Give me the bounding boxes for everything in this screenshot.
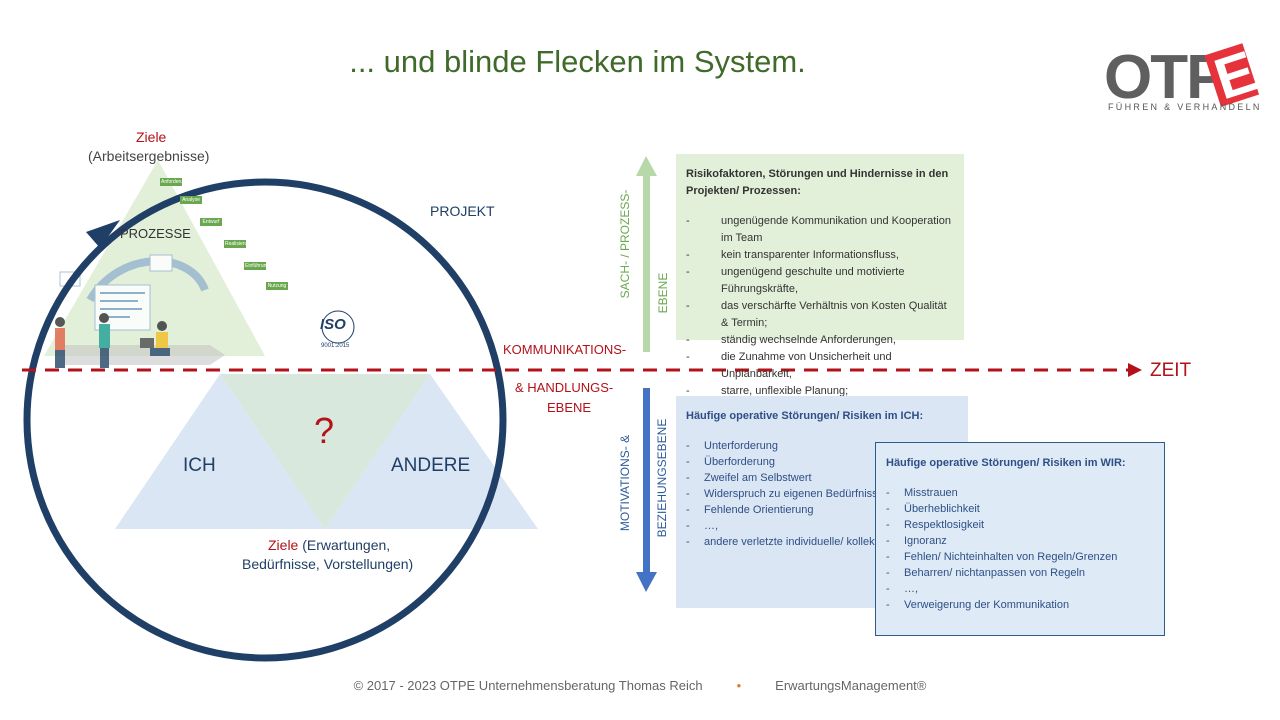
- top-goal-label: Ziele: [136, 129, 167, 145]
- footer-separator: •: [736, 678, 742, 693]
- question-mark: ?: [314, 410, 335, 451]
- risk-processes-item: das verschärfte Verhältnis von Kosten Qu…: [686, 298, 954, 332]
- system-circle: [23, 178, 507, 662]
- risk-box-wir-list: MisstrauenÜberheblichkeitRespektlosigkei…: [886, 485, 1154, 613]
- risk-box-wir: Häufige operative Störungen/ Risiken im …: [875, 442, 1165, 636]
- risk-ich-item: Überforderung: [686, 454, 958, 470]
- risk-box-processes: Risikofaktoren, Störungen und Hinderniss…: [676, 154, 964, 400]
- zeit-label: ZEIT: [1150, 360, 1192, 381]
- process-step: Nutzung: [266, 282, 288, 290]
- process-step: Realisierung: [224, 240, 253, 248]
- risk-ich-item: Zweifel am Selbstwert: [686, 470, 958, 486]
- process-step: Analyse: [180, 196, 202, 204]
- iso-badge: [321, 310, 355, 344]
- process-step: Einführung: [244, 262, 270, 270]
- risk-wir-item: Ignoranz: [886, 533, 1154, 549]
- risk-box-ich-heading: Häufige operative Störungen/ Risiken im …: [686, 410, 924, 422]
- axis-down-line1: MOTIVATIONS- &: [618, 434, 632, 532]
- kommunikation-label: KOMMUNIKATIONS-: [503, 342, 627, 357]
- up-arrow-head: [636, 156, 657, 176]
- ich-label: ICH: [183, 455, 216, 476]
- svg-text:OTP: OTP: [1104, 43, 1226, 112]
- risk-wir-item: Fehlen/ Nichteinhalten von Regeln/Grenze…: [886, 549, 1154, 565]
- down-arrow-shaft: [643, 388, 650, 574]
- time-axis-arrowhead: [1128, 363, 1142, 377]
- risk-wir-item: Misstrauen: [886, 485, 1154, 501]
- risk-box-wir-heading: Häufige operative Störungen/ Risiken im …: [886, 457, 1126, 469]
- risk-processes-item: ständig wechselnde Anforderungen,: [686, 332, 954, 349]
- axis-up-line2: EBENE: [656, 272, 670, 314]
- up-arrow-shaft: [643, 174, 650, 352]
- process-step: Anforderung: [160, 178, 189, 186]
- down-arrow-head: [636, 572, 657, 592]
- logo-subtitle: FÜHREN & VERHANDELN: [1108, 102, 1262, 112]
- top-goal-sub: (Arbeitsergebnisse): [88, 148, 210, 164]
- andere-label: ANDERE: [391, 455, 471, 476]
- risk-wir-item: Beharren/ nichtanpassen von Regeln: [886, 565, 1154, 581]
- iso-norm: 9001:2015: [321, 343, 350, 349]
- risk-processes-item: kein transparenter Informationsfluss,: [686, 247, 954, 264]
- risk-ich-item: …,: [686, 518, 958, 534]
- handlung-label: & HANDLUNGS-: [515, 380, 614, 395]
- risk-wir-item: Überheblichkeit: [886, 501, 1154, 517]
- risk-box-processes-list: ungenügende Kommunikation und Kooperatio…: [686, 213, 954, 400]
- iso-text: ISO: [320, 316, 346, 333]
- risk-box-processes-heading: Risikofaktoren, Störungen und Hinderniss…: [686, 168, 949, 197]
- axis-down-line2: BEZIEHUNGSEBENE: [655, 418, 669, 538]
- ich-triangle: [115, 374, 325, 529]
- middle-inverted-triangle: [220, 374, 430, 529]
- risk-processes-item: ungenügend geschulte und motivierte Führ…: [686, 264, 954, 298]
- ebene-label: EBENE: [547, 400, 592, 415]
- axis-up-line1: SACH- / PROZESS-: [618, 189, 632, 299]
- footer-brand: ErwartungsManagement®: [775, 678, 927, 693]
- andere-triangle: [325, 374, 538, 529]
- risk-wir-item: …,: [886, 581, 1154, 597]
- risk-processes-item: starre, unflexible Planung;: [686, 383, 954, 400]
- footer-copyright: © 2017 - 2023 OTPE Unternehmensberatung …: [353, 678, 703, 693]
- process-step: Entwurf: [200, 218, 222, 226]
- risk-wir-item: Verweigerung der Kommunikation: [886, 597, 1154, 613]
- bottom-goal-line1: Ziele (Erwartungen,: [268, 537, 391, 553]
- risk-processes-item: ungenügende Kommunikation und Kooperatio…: [686, 213, 954, 247]
- risk-wir-item: Respektlosigkeit: [886, 517, 1154, 533]
- otpe-logo: OTP E: [1104, 39, 1260, 113]
- projekt-label: PROJEKT: [430, 203, 495, 219]
- risk-ich-item: Widerspruch zu eigenen Bedürfnissen: [686, 486, 958, 502]
- prozesse-label: PROZESSE: [120, 226, 191, 241]
- risk-processes-item: die Zunahme von Unsicherheit und Unplanb…: [686, 349, 954, 383]
- risk-ich-item: Fehlende Orientierung: [686, 502, 958, 518]
- slide-title: ... und blinde Flecken im System.: [349, 44, 806, 79]
- circle-arrowhead: [86, 220, 120, 248]
- risk-ich-item: Unterforderung: [686, 438, 958, 454]
- process-illustration: [55, 254, 225, 368]
- bottom-goal-line2: Bedürfnisse, Vorstellungen): [242, 556, 414, 572]
- footer: © 2017 - 2023 OTPE Unternehmensberatung …: [0, 678, 1280, 693]
